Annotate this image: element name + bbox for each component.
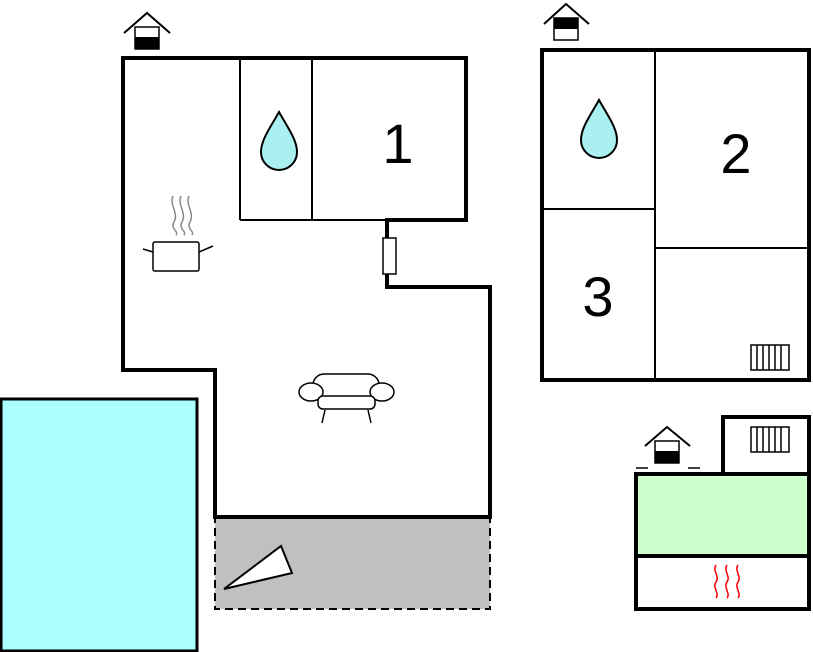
radiator-icon	[750, 344, 790, 371]
house-entrance-icon	[123, 11, 171, 50]
room-3-label: 3	[582, 265, 613, 328]
parasol-icon	[223, 544, 294, 590]
swimming-pool	[0, 397, 199, 652]
water-drop-icon	[579, 97, 619, 159]
house-entrance-icon	[543, 2, 590, 41]
water-drop-icon	[259, 109, 299, 171]
sofa-icon	[298, 373, 395, 424]
main-building-walls	[121, 56, 492, 519]
room-2-label: 2	[720, 122, 751, 185]
annex-sauna-room	[634, 554, 811, 611]
door-icon	[382, 237, 397, 275]
radiator-icon	[750, 426, 790, 453]
annex-garden-room	[634, 472, 811, 558]
room-1-label: 1	[382, 112, 413, 175]
main-building-interior-walls	[239, 58, 387, 221]
heat-waves-icon	[714, 564, 740, 599]
house-entrance-icon	[636, 425, 700, 469]
cooking-pot-icon	[142, 195, 214, 272]
second-building-walls	[540, 48, 811, 382]
second-building-interior-walls	[542, 50, 809, 380]
terrace	[214, 516, 491, 610]
